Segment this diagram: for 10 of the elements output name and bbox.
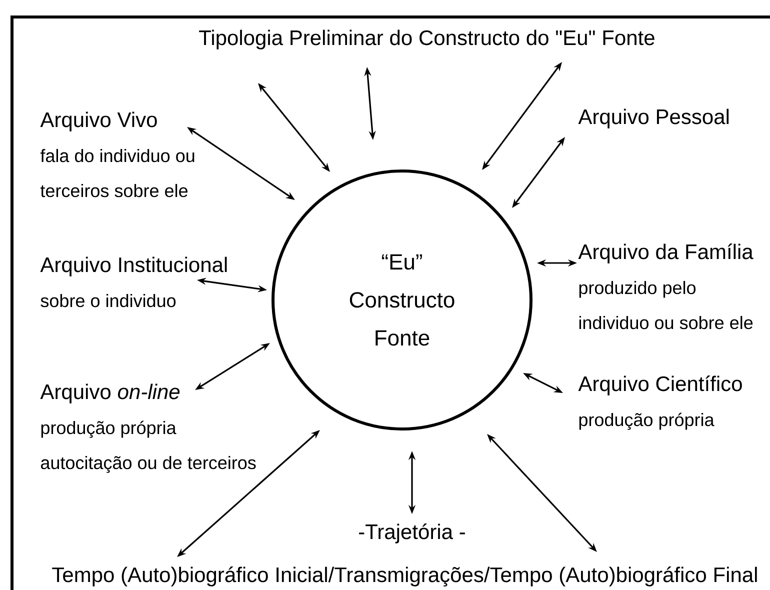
archive-label: Arquivo da Família produzido pelo individuo ou sobre ele	[578, 244, 754, 330]
archive-label: Arquivo Científico produção própria	[578, 376, 742, 430]
caption-text: -Trajetória -	[359, 524, 465, 544]
archive-label: Arquivo Institucional sobre o individuo	[40, 256, 227, 308]
archive-label: Arquivo Vivo fala do individuo ou terceiros sobre ele	[40, 112, 194, 198]
caption-text: Tipologia Preliminar do Constructo do "Eu" Fonte	[199, 30, 654, 50]
archive-label: Arquivo on-line produção própria autocitação ou de terceiros	[40, 384, 256, 473]
circle-node: “Eu” Constructo Fonte	[272, 170, 532, 430]
caption-text: Tempo (Auto)biográfico Inicial/Transmigrações/Tempo (Auto)biográfico Final	[52, 566, 757, 586]
archive-label: Arquivo Pessoal	[578, 108, 729, 128]
